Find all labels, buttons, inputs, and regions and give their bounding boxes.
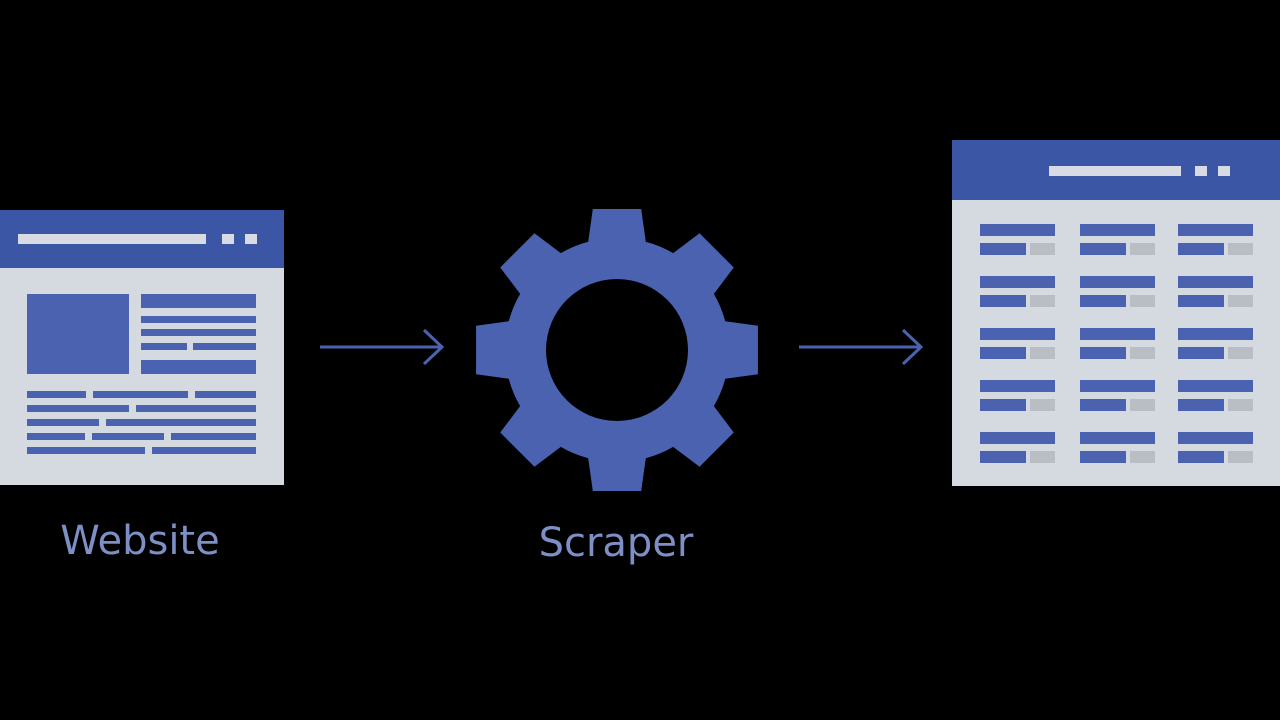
cell-bar xyxy=(980,380,1055,392)
cell-bar xyxy=(1178,295,1224,307)
cell-bar xyxy=(1178,328,1253,340)
cell-bar xyxy=(980,399,1026,411)
cell-bar xyxy=(980,451,1026,463)
text-line xyxy=(136,405,256,412)
cell-bar xyxy=(1178,399,1224,411)
text-line xyxy=(106,419,256,426)
cell-bar xyxy=(1178,243,1224,255)
cell-bar-gray xyxy=(1030,243,1055,255)
website-titlebar xyxy=(0,210,284,268)
window-button xyxy=(222,234,234,244)
window-button xyxy=(1218,166,1230,176)
text-line xyxy=(193,343,256,350)
text-line xyxy=(195,391,256,398)
address-bar xyxy=(18,234,206,244)
text-line xyxy=(141,360,256,374)
cell-bar xyxy=(1080,451,1126,463)
cell-bar-gray xyxy=(1130,399,1155,411)
text-line xyxy=(93,391,188,398)
table-cell xyxy=(1080,432,1155,465)
cell-bar xyxy=(1080,380,1155,392)
cell-bar xyxy=(1178,432,1253,444)
table-cell xyxy=(980,328,1055,361)
cell-bar xyxy=(1178,380,1253,392)
text-line xyxy=(141,294,256,308)
address-bar xyxy=(1049,166,1181,176)
cell-bar xyxy=(980,432,1055,444)
cell-bar-gray xyxy=(1030,451,1055,463)
text-line xyxy=(141,329,256,336)
cell-bar xyxy=(1080,276,1155,288)
text-line xyxy=(27,405,129,412)
cell-bar xyxy=(980,224,1055,236)
cell-bar xyxy=(1178,276,1253,288)
cell-bar xyxy=(980,347,1026,359)
cell-bar xyxy=(980,243,1026,255)
text-line xyxy=(141,343,187,350)
cell-bar xyxy=(1080,224,1155,236)
window-button xyxy=(1195,166,1207,176)
spreadsheet-titlebar xyxy=(952,140,1280,200)
cell-bar xyxy=(980,295,1026,307)
text-line xyxy=(27,419,99,426)
table-cell xyxy=(1080,224,1155,257)
cell-bar xyxy=(1080,347,1126,359)
cell-bar xyxy=(980,328,1055,340)
cell-bar xyxy=(1080,243,1126,255)
table-cell xyxy=(1178,380,1253,413)
window-button xyxy=(245,234,257,244)
cell-bar-gray xyxy=(1030,295,1055,307)
image-placeholder xyxy=(27,294,129,374)
table-cell xyxy=(1080,276,1155,309)
table-cell xyxy=(980,224,1055,257)
table-cell xyxy=(980,276,1055,309)
cell-bar xyxy=(1178,451,1224,463)
cell-bar-gray xyxy=(1130,347,1155,359)
text-line xyxy=(92,433,164,440)
cell-bar xyxy=(1178,347,1224,359)
scraper-label: Scraper xyxy=(538,520,694,566)
website-label: Website xyxy=(60,518,220,564)
data-grid xyxy=(952,140,1280,486)
cell-bar-gray xyxy=(1130,243,1155,255)
text-line xyxy=(27,433,85,440)
cell-bar-gray xyxy=(1228,347,1253,359)
cell-bar xyxy=(1178,224,1253,236)
table-cell xyxy=(980,380,1055,413)
cell-bar-gray xyxy=(1030,399,1055,411)
table-cell xyxy=(1178,328,1253,361)
cell-bar xyxy=(1080,328,1155,340)
gear-icon xyxy=(476,209,758,491)
cell-bar xyxy=(980,276,1055,288)
cell-bar-gray xyxy=(1228,399,1253,411)
text-line xyxy=(27,391,86,398)
table-cell xyxy=(980,432,1055,465)
cell-bar-gray xyxy=(1130,451,1155,463)
table-cell xyxy=(1178,432,1253,465)
cell-bar-gray xyxy=(1228,451,1253,463)
right-arrow-icon xyxy=(799,328,924,366)
table-cell xyxy=(1178,224,1253,257)
text-line xyxy=(152,447,256,454)
cell-bar xyxy=(1080,432,1155,444)
spreadsheet-icon xyxy=(952,140,1280,486)
table-cell xyxy=(1080,380,1155,413)
table-cell xyxy=(1080,328,1155,361)
cell-bar-gray xyxy=(1130,295,1155,307)
website-window-icon xyxy=(0,210,284,485)
cell-bar-gray xyxy=(1030,347,1055,359)
text-line xyxy=(171,433,256,440)
cell-bar xyxy=(1080,295,1126,307)
table-cell xyxy=(1178,276,1253,309)
cell-bar-gray xyxy=(1228,243,1253,255)
cell-bar-gray xyxy=(1228,295,1253,307)
cell-bar xyxy=(1080,399,1126,411)
right-arrow-icon xyxy=(320,328,445,366)
text-line xyxy=(27,447,145,454)
text-line xyxy=(141,316,256,323)
